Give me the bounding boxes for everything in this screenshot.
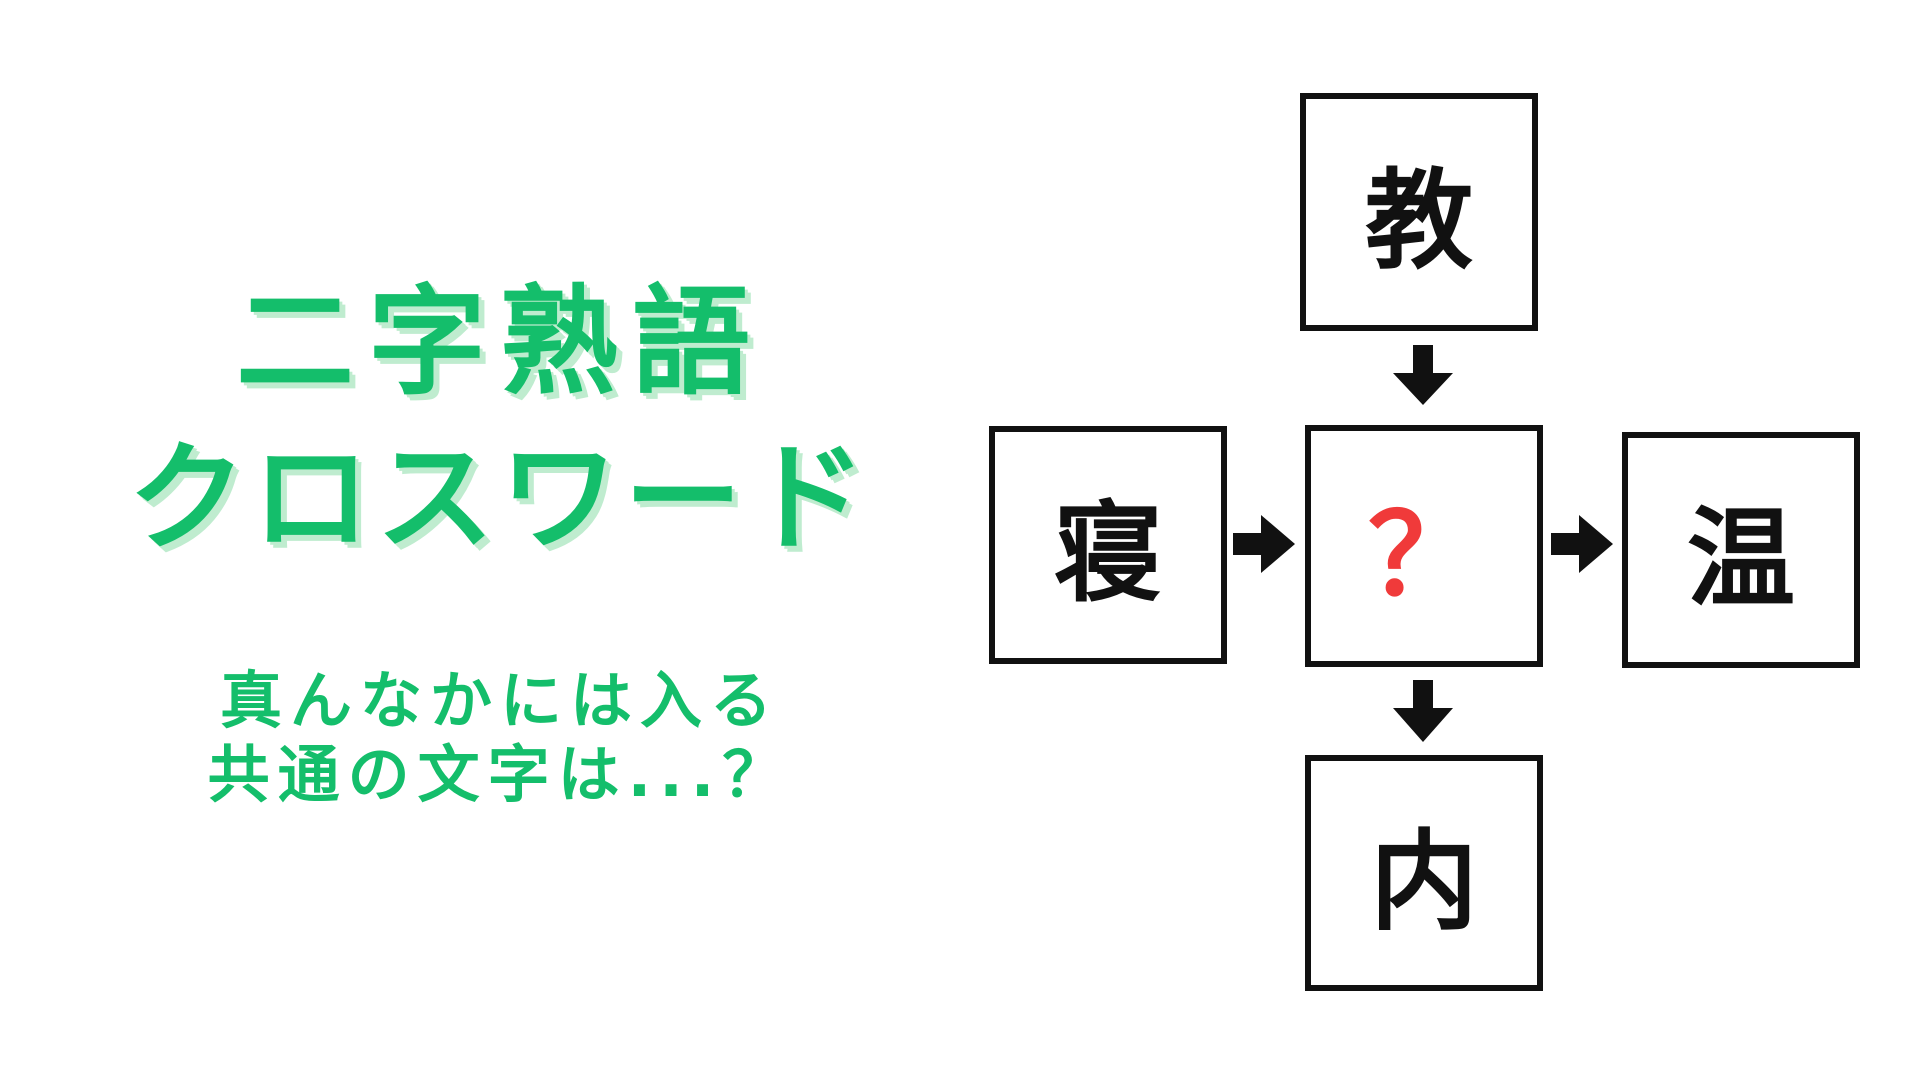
puzzle-char-top: 教	[1364, 159, 1473, 284]
puzzle-box-top: 教	[1300, 93, 1538, 331]
puzzle-char-left: 寝	[1053, 492, 1162, 617]
arrow-right-icon-left	[1233, 515, 1295, 573]
puzzle-box-left: 寝	[989, 426, 1227, 664]
puzzle-box-bottom: 内	[1305, 755, 1543, 991]
subtitle-line-1: 真んなかには入る	[219, 664, 780, 737]
subtitle-line-2: 共通の文字は...？	[207, 738, 793, 811]
arrow-down-icon-bottom	[1393, 680, 1453, 742]
arrow-down-icon-top	[1393, 345, 1453, 405]
title-line-2: クロスワード	[127, 429, 872, 567]
title-line-1: 二字熟語	[235, 273, 764, 411]
arrow-right-icon-right	[1551, 515, 1613, 573]
puzzle-box-center: ？	[1305, 425, 1543, 667]
puzzle-char-right: 温	[1686, 497, 1795, 622]
question-mark: ？	[1368, 491, 1480, 621]
puzzle-char-bottom: 内	[1369, 820, 1478, 945]
puzzle-box-right: 温	[1622, 432, 1860, 668]
